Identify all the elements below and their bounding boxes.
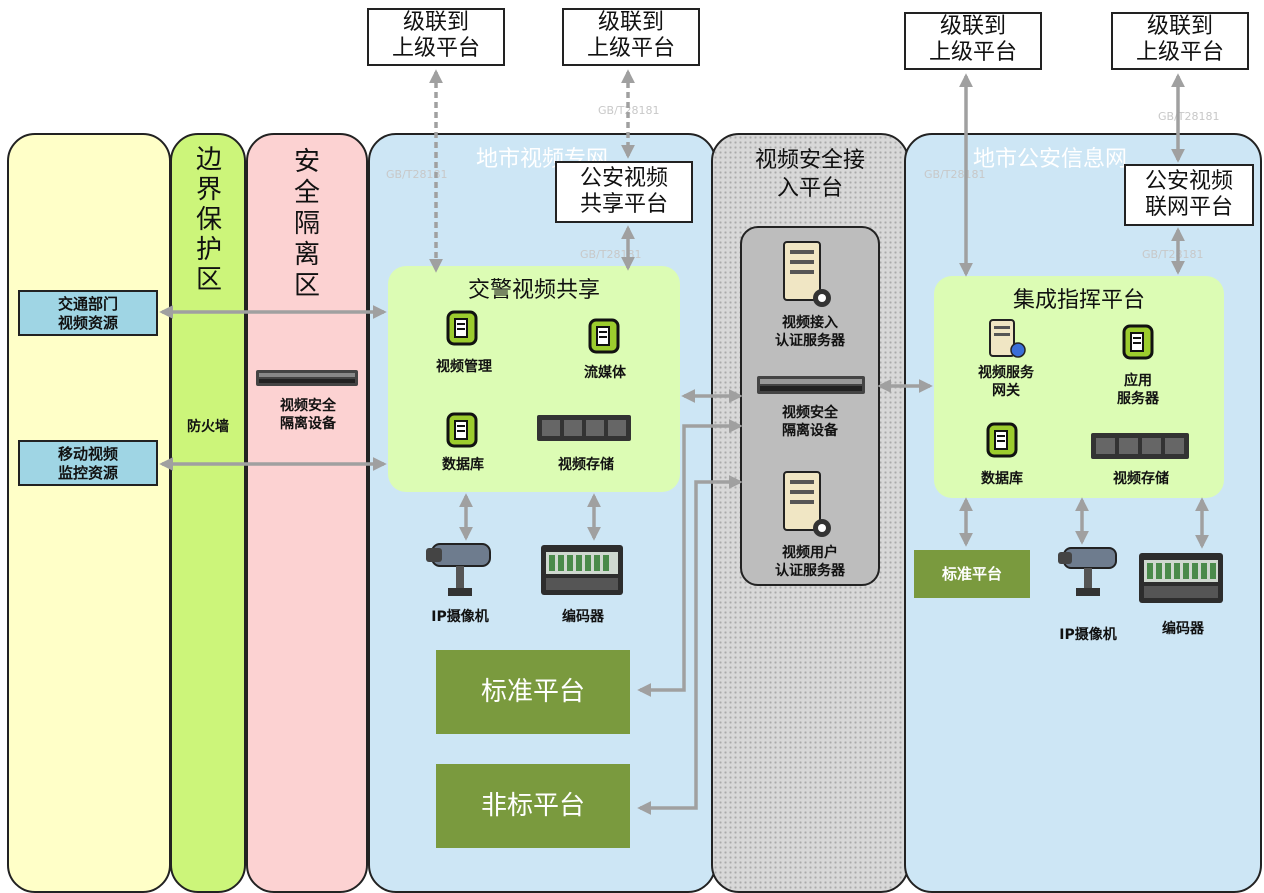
app-server-label: 应用服务器 [1117,373,1159,407]
access-auth-server-label: 视频接入认证服务器 [775,315,845,349]
ip-camera-label-left: IP摄像机 [431,609,489,625]
encoder-icon-right [1138,552,1224,604]
database-label-right: 数据库 [981,471,1023,487]
ip-camera-icon-right [1056,544,1120,604]
encoder-label-right: 编码器 [1162,621,1204,637]
traffic-police-share-panel: 交警视频共享 [388,266,680,492]
standard-platform-box-right: 标准平台 [914,550,1030,598]
database-icon-left [446,412,478,448]
border-protection-zone: 边界保护区 [170,133,246,893]
isolation-device-icon [255,368,359,388]
user-auth-server-icon [778,470,836,542]
video-management-icon [446,310,478,346]
cascade-box-3: 级联到上级平台 [904,12,1042,70]
cascade-box-4: 级联到上级平台 [1111,12,1249,70]
access-isolation-device-label: 视频安全隔离设备 [782,405,838,439]
video-management-label: 视频管理 [436,359,492,375]
border-protection-zone-title: 边界保护区 [195,145,222,295]
access-auth-server-icon [778,240,836,312]
video-storage-icon-left [536,414,632,442]
encoder-icon-left [540,544,624,596]
ip-camera-icon-left [424,540,496,604]
traffic-police-share-title: 交警视频共享 [467,278,600,303]
police-info-network-title: 地市公安信息网 [972,147,1127,172]
nonstandard-platform-link [637,475,743,815]
video-gateway-label: 视频服务网关 [978,365,1034,399]
cascade-box-2: 级联到上级平台 [562,8,700,66]
video-gateway-icon [984,318,1028,360]
police-video-share-platform: 公安视频共享平台 [555,161,693,223]
left-resource-zone [7,133,171,893]
video-storage-icon-right [1090,432,1190,460]
app-server-icon [1122,324,1154,360]
firewall-label: 防火墙 [187,419,229,435]
video-storage-label-right: 视频存储 [1113,471,1169,487]
streaming-media-icon [588,318,620,354]
video-storage-label-left: 视频存储 [558,457,614,473]
encoder-label-left: 编码器 [562,609,604,625]
integrated-command-title: 集成指挥平台 [1012,288,1145,313]
security-isolation-zone: 安全隔离区 [246,133,368,893]
database-label-left: 数据库 [442,457,484,473]
standard-platform-box-left: 标准平台 [436,650,630,734]
access-isolation-device-icon [756,374,866,396]
traffic-video-resource: 交通部门视频资源 [18,290,158,336]
police-video-network-platform: 公安视频联网平台 [1124,164,1254,226]
cascade-box-1: 级联到上级平台 [367,8,505,66]
video-access-platform-title: 视频安全接入平台 [754,148,865,201]
database-icon-right [986,422,1018,458]
security-isolation-zone-title: 安全隔离区 [293,147,320,301]
integrated-command-panel: 集成指挥平台 [934,276,1224,498]
user-auth-server-label: 视频用户认证服务器 [775,545,845,579]
isolation-device-label: 视频安全隔离设备 [280,398,336,432]
ip-camera-label-right: IP摄像机 [1059,627,1117,643]
mobile-video-resource: 移动视频监控资源 [18,440,158,486]
nonstandard-platform-box: 非标平台 [436,764,630,848]
standard-platform-link [637,419,743,697]
streaming-media-label: 流媒体 [584,365,626,381]
